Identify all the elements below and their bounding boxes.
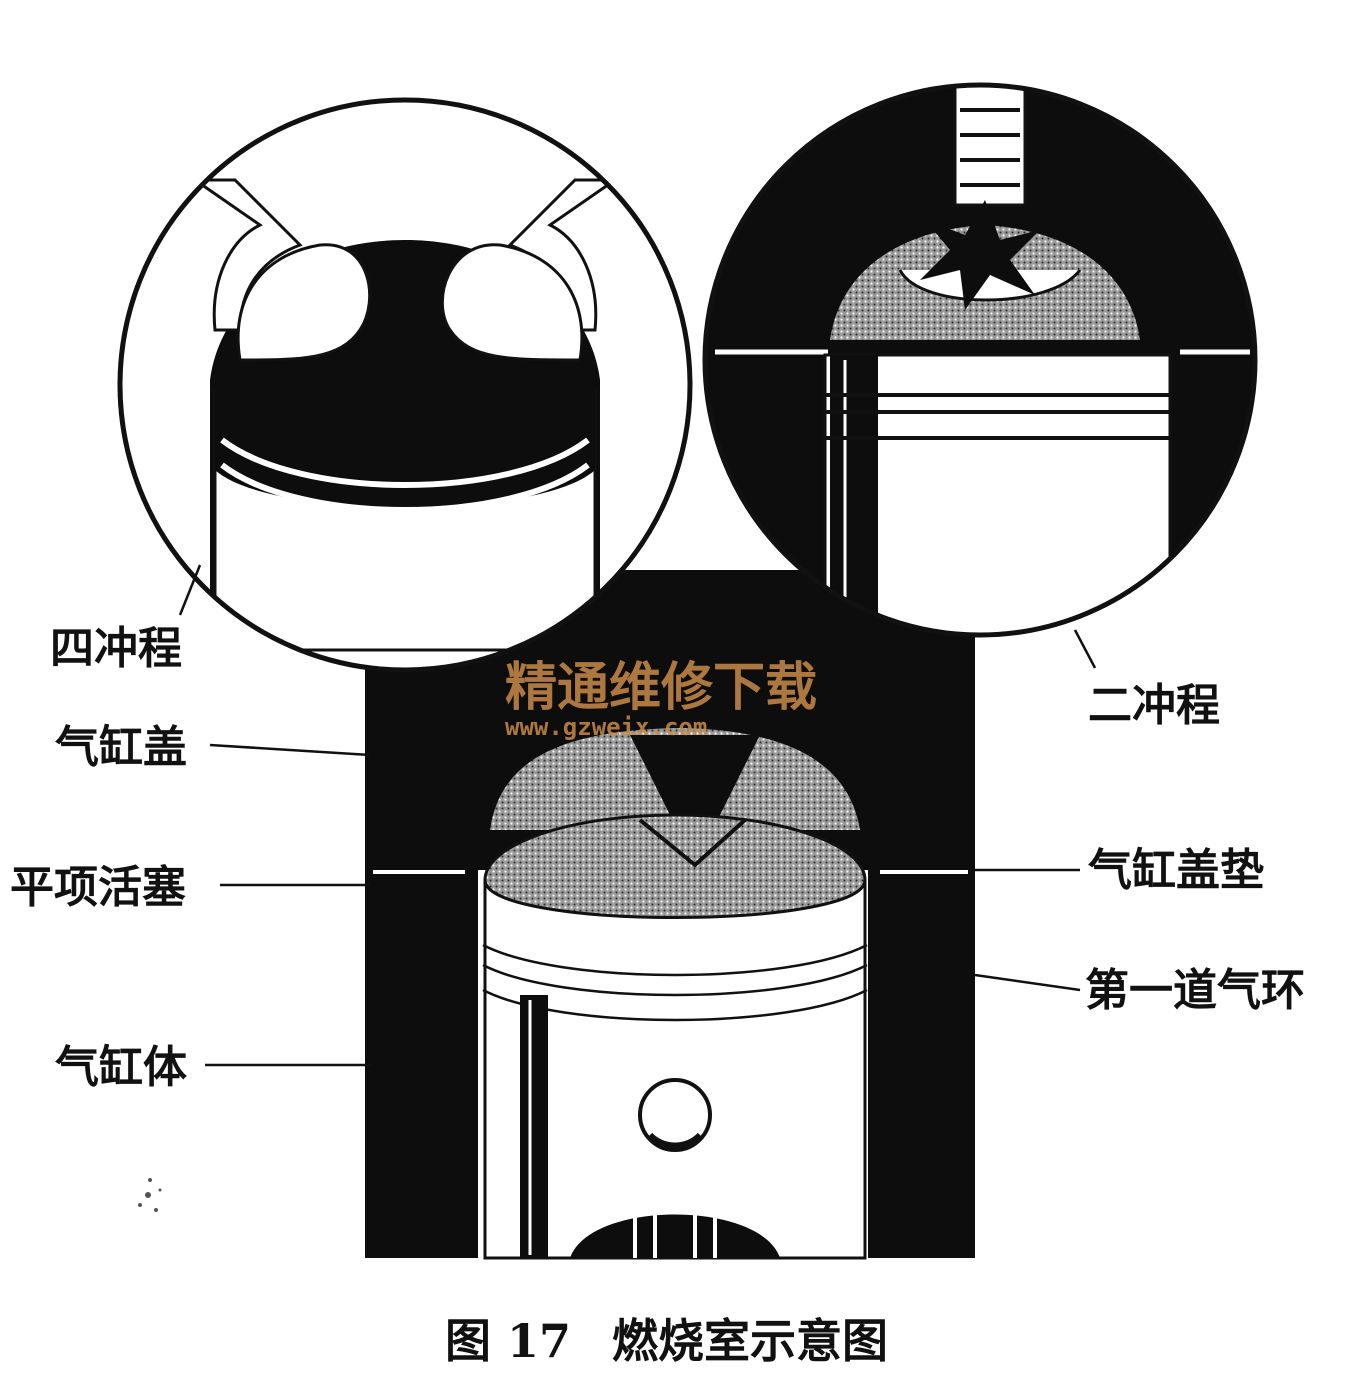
- two-stroke-detail: [702, 82, 1258, 638]
- watermark-url: www.gzweix.com: [505, 713, 707, 741]
- part-labels: 四冲程 二冲程 气缸盖 平项活塞 气缸体 气缸盖垫 第一道气环: [10, 623, 1305, 1093]
- exhaust-valve: [440, 243, 584, 362]
- figure-caption: 图 17 燃烧室示意图: [445, 1314, 888, 1368]
- label-four-stroke: 四冲程: [50, 623, 182, 674]
- scan-speckle: [138, 1178, 162, 1212]
- label-cylinder-head: 气缸盖: [55, 722, 187, 773]
- main-cylinder-section: [365, 570, 975, 1260]
- intake-valve: [236, 243, 372, 362]
- piston-body: [483, 879, 867, 1260]
- label-flat-top-piston: 平项活塞: [10, 862, 186, 913]
- spark-notch: [630, 735, 760, 865]
- connecting-rod: [570, 1214, 780, 1258]
- piston-ring-1: [482, 943, 868, 977]
- crown-notch: [638, 818, 747, 868]
- label-first-ring: 第一道气环: [1085, 965, 1305, 1016]
- label-two-stroke: 二冲程: [1088, 680, 1220, 731]
- watermark-title: 精通维修下载: [505, 658, 817, 718]
- intake-port: [190, 178, 303, 332]
- caption-figure-number: 图 17: [445, 1314, 571, 1368]
- label-head-gasket: 气缸盖垫: [1088, 845, 1264, 896]
- label-cylinder-block: 气缸体: [55, 1042, 187, 1093]
- leader-lines: [178, 564, 1097, 1067]
- caption-title: 燃烧室示意图: [612, 1314, 888, 1368]
- spark-flame: [920, 200, 1040, 310]
- four-stroke-detail: [117, 97, 693, 673]
- wrist-pin: [638, 1078, 712, 1152]
- watermark: 精通维修下载 www.gzweix.com: [505, 658, 817, 741]
- piston-skirt-left: [520, 995, 548, 1258]
- piston-ring-2: [482, 963, 868, 997]
